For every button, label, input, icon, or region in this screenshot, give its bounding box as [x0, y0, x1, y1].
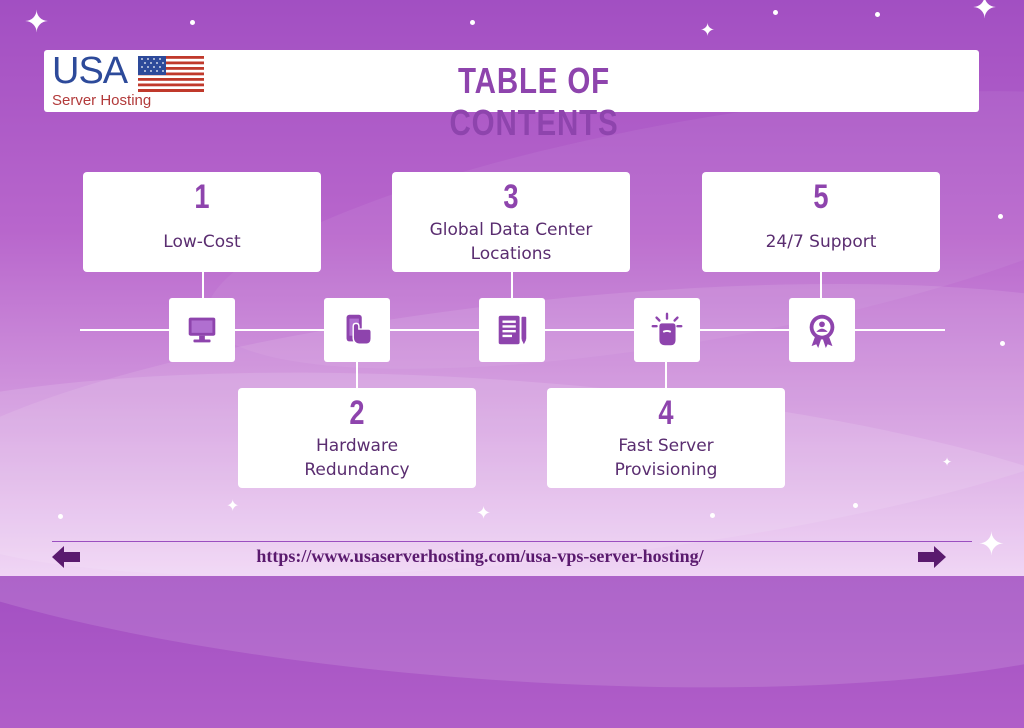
sparkle-icon: ✦	[476, 503, 492, 524]
toc-card-2[interactable]: 2 Hardware Redundancy	[238, 388, 476, 488]
star-dot	[470, 20, 475, 25]
toc-number: 1	[194, 178, 210, 216]
document-pen-icon-box	[479, 298, 545, 362]
toc-label: 24/7 Support	[765, 232, 877, 252]
star-dot	[998, 214, 1003, 219]
toc-number: 2	[349, 394, 365, 432]
connector-line	[665, 362, 667, 390]
us-flag-icon	[138, 56, 204, 92]
page-title: TABLE OF CONTENTS	[449, 60, 619, 143]
raised-fist-icon-box	[634, 298, 700, 362]
toc-card-3[interactable]: 3 Global Data Center Locations	[392, 172, 630, 272]
arrow-right-icon[interactable]	[918, 546, 946, 568]
award-badge-icon	[809, 314, 835, 349]
sparkle-icon: ✦	[24, 5, 50, 40]
toc-label: Hardware Redundancy	[304, 436, 410, 480]
connector-line	[202, 272, 204, 300]
hand-tap-phone-icon	[346, 314, 372, 345]
toc-number: 4	[658, 394, 674, 432]
hand-tap-phone-icon-box	[324, 298, 390, 362]
toc-label: Global Data Center Locations	[429, 220, 593, 264]
arrow-left-icon[interactable]	[52, 546, 80, 568]
connector-line	[356, 362, 358, 390]
star-dot	[58, 514, 63, 519]
sparkle-icon: ✦	[226, 496, 240, 515]
document-pen-icon	[498, 315, 527, 345]
star-dot	[773, 10, 778, 15]
sparkle-icon: ✦	[942, 455, 953, 469]
raised-fist-icon	[651, 312, 683, 346]
sparkle-icon: ✦	[972, 0, 998, 26]
toc-card-5[interactable]: 5 24/7 Support	[702, 172, 940, 272]
star-dot	[710, 513, 715, 518]
footer-divider	[52, 541, 972, 542]
logo-subtext: Server Hosting	[52, 92, 152, 109]
star-dot	[875, 12, 880, 17]
logo-text: USA	[52, 50, 128, 92]
toc-number: 5	[813, 178, 829, 216]
star-dot	[190, 20, 195, 25]
toc-card-1[interactable]: 1 Low-Cost	[83, 172, 321, 272]
award-badge-icon-box	[789, 298, 855, 362]
toc-number: 3	[503, 178, 519, 216]
connector-line	[820, 272, 822, 300]
toc-card-4[interactable]: 4 Fast Server Provisioning	[547, 388, 785, 488]
toc-label: Low-Cost	[163, 232, 241, 252]
monitor-icon	[188, 317, 216, 343]
connector-line	[511, 272, 513, 300]
header-bar: USA Server Hosting TABLE OF CONTENTS	[44, 50, 979, 143]
monitor-icon-box	[169, 298, 235, 362]
star-dot	[1000, 341, 1005, 346]
usa-server-hosting-logo[interactable]: USA Server Hosting	[52, 50, 212, 110]
sparkle-icon: ✦	[978, 525, 1005, 563]
footer-link[interactable]: https://www.usaserverhosting.com/usa-vps…	[256, 546, 704, 566]
toc-label: Fast Server Provisioning	[614, 436, 718, 480]
star-dot	[853, 503, 858, 508]
sparkle-icon: ✦	[700, 20, 716, 41]
